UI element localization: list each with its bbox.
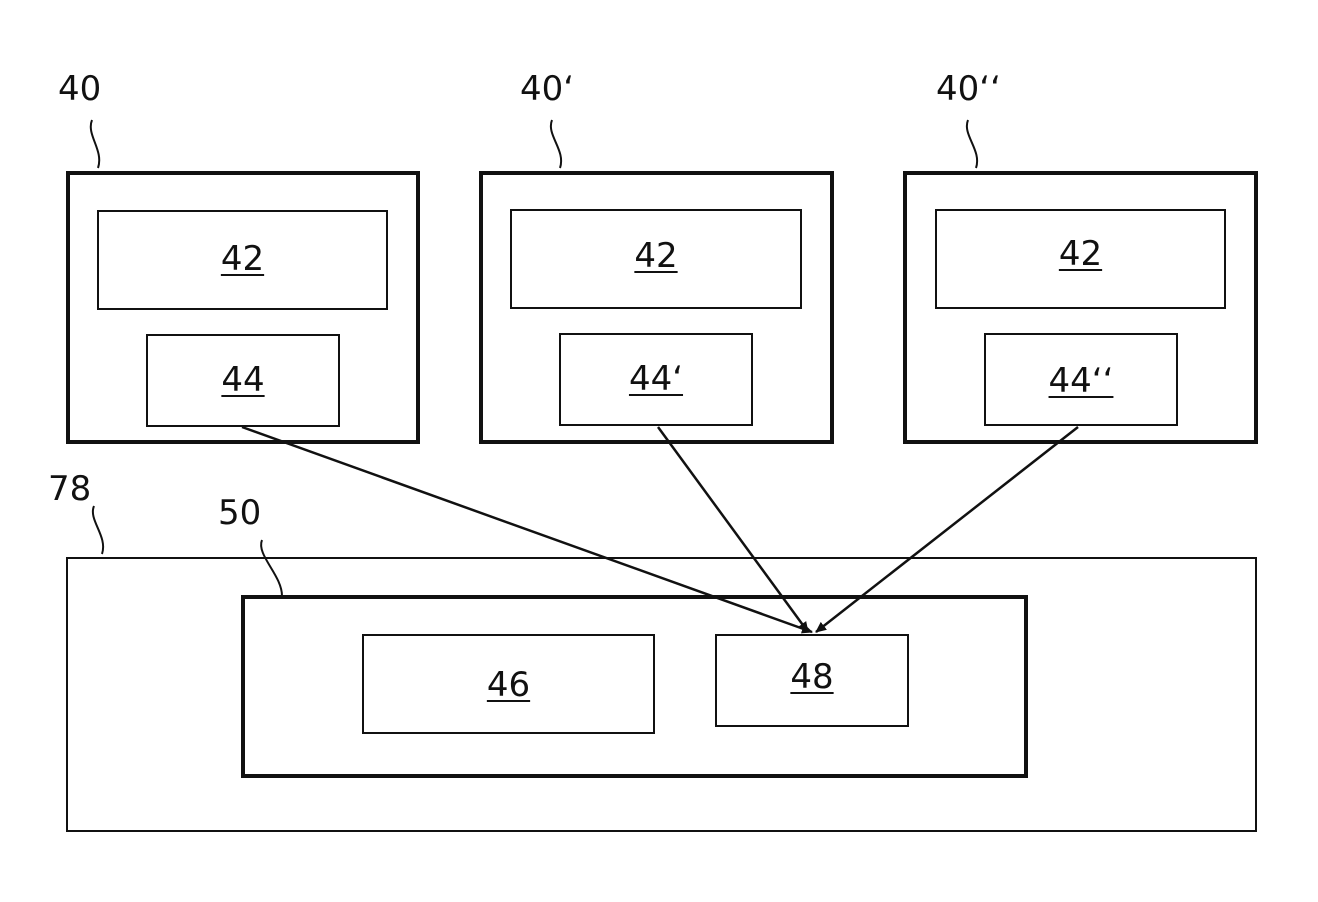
leader-40 <box>91 120 99 168</box>
module-44-double-prime-label: 44‘‘ <box>986 364 1176 398</box>
ref-label-78: 78 <box>48 472 91 506</box>
module-44-double-prime-box: 44‘‘ <box>984 333 1178 426</box>
module-44-prime-label: 44‘ <box>561 362 751 396</box>
module-42-label: 42 <box>99 242 386 276</box>
module-42-box: 42 <box>97 210 388 310</box>
module-44-label: 44 <box>148 363 338 397</box>
module-48-box: 48 <box>715 634 909 727</box>
module-42-prime-box: 42 <box>510 209 802 309</box>
module-46-label: 46 <box>364 668 653 702</box>
module-44-prime-box: 44‘ <box>559 333 753 426</box>
module-48-label: 48 <box>717 660 907 694</box>
ref-label-50: 50 <box>218 496 261 530</box>
module-46-box: 46 <box>362 634 655 734</box>
ref-label-40-double-prime: 40‘‘ <box>936 72 1001 106</box>
ref-label-40-prime: 40‘ <box>520 72 574 106</box>
leader-40-double-prime <box>967 120 977 168</box>
leader-78 <box>93 506 103 554</box>
module-42-double-prime-label: 42 <box>937 237 1224 271</box>
leader-40-prime <box>551 120 561 168</box>
ref-label-40: 40 <box>58 72 101 106</box>
module-44-box: 44 <box>146 334 340 427</box>
module-42-prime-label: 42 <box>512 239 800 273</box>
module-42-double-prime-box: 42 <box>935 209 1226 309</box>
